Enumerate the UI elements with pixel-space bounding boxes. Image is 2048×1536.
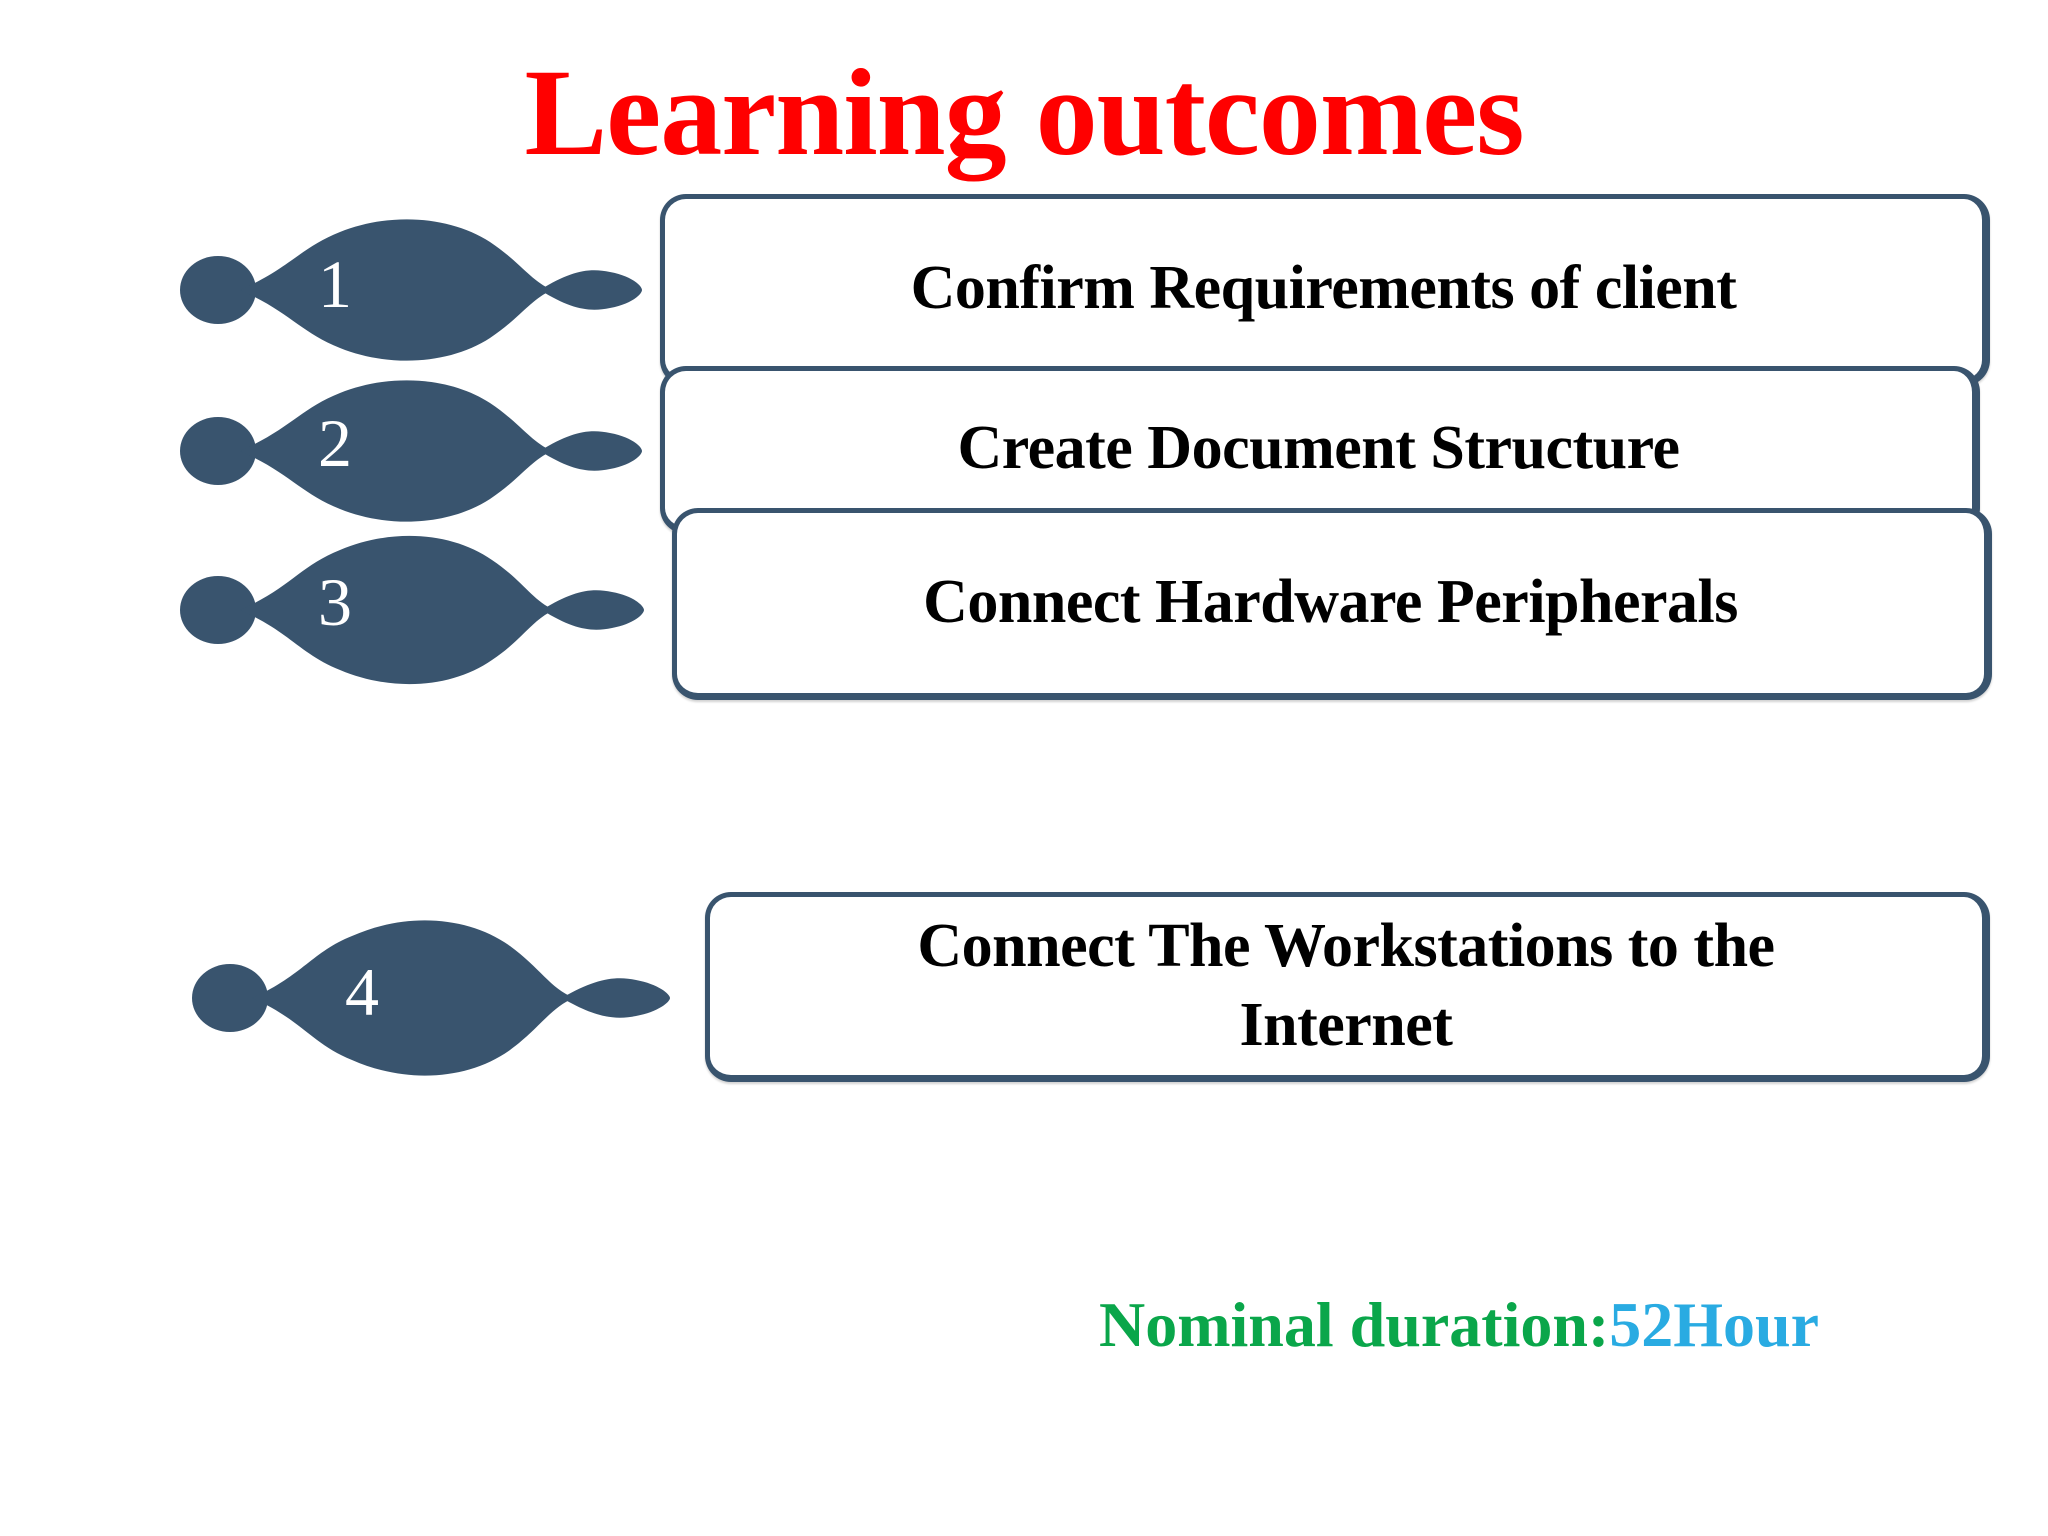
- page-title: Learning outcomes: [524, 44, 1524, 181]
- nominal-duration-label: Nominal duration:: [1098, 1289, 1610, 1360]
- connector-graphic-2: [180, 380, 642, 522]
- outcome-text-4-line-2: Internet: [1239, 991, 1453, 1059]
- outcome-number-4: 4: [345, 954, 379, 1030]
- connector-graphic-3: [180, 535, 644, 685]
- connector-graphic-4: [192, 920, 670, 1076]
- outcome-text-1: Confirm Requirements of client: [910, 254, 1737, 323]
- outcome-number-2: 2: [318, 405, 352, 481]
- outcome-number-1: 1: [318, 246, 352, 322]
- nominal-duration-note: Nominal duration:52Hour: [0, 1288, 2048, 1362]
- outcome-text-2: Create Document Structure: [957, 414, 1680, 483]
- nominal-duration-value: 52Hour: [1609, 1289, 1820, 1360]
- outcome-box-3[interactable]: Connect Hardware Peripherals: [672, 508, 1992, 700]
- outcome-box-1[interactable]: Confirm Requirements of client: [660, 194, 1990, 386]
- outcome-text-4-line-1: Connect The Workstations to the: [917, 911, 1775, 980]
- outcome-number-3: 3: [318, 564, 352, 640]
- outcome-box-2[interactable]: Create Document Structure: [660, 366, 1980, 534]
- connector-graphic-1: [180, 219, 642, 361]
- outcome-text-3: Connect Hardware Peripherals: [923, 568, 1738, 637]
